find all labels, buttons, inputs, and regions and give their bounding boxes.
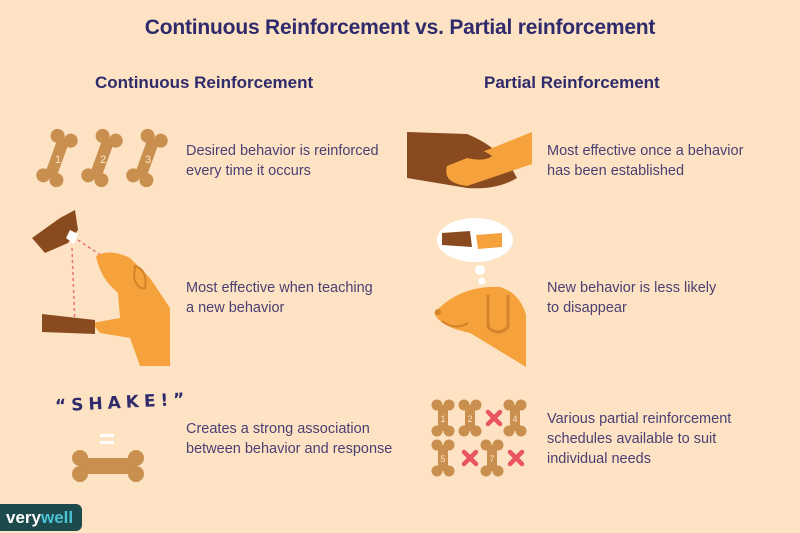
partial-item-3-text: Various partial reinforcement schedules …: [547, 409, 731, 469]
line: schedules available to suit: [547, 431, 717, 447]
line: to disappear: [547, 300, 627, 316]
dog-shaking-hand-icon: [32, 210, 170, 366]
line: Most effective when teaching: [186, 280, 373, 296]
svg-text:2: 2: [467, 414, 472, 424]
bone-schedule-icon: 1 2 4 5 7: [431, 399, 527, 477]
svg-text:1: 1: [55, 154, 61, 166]
line: Creates a strong association: [186, 421, 370, 437]
svg-text:4: 4: [512, 414, 517, 424]
hand-holding-paw-icon: [407, 132, 532, 189]
continuous-item-3-text: Creates a strong association between beh…: [186, 419, 392, 459]
logo-part-2: well: [40, 508, 74, 527]
continuous-heading: Continuous Reinforcement: [95, 73, 314, 92]
line: has been established: [547, 163, 685, 179]
line: every time it occurs: [186, 163, 311, 179]
svg-text:7: 7: [489, 454, 494, 464]
svg-text:3: 3: [145, 154, 151, 166]
svg-text:5: 5: [440, 454, 445, 464]
line: individual needs: [547, 451, 651, 467]
line: between behavior and response: [186, 441, 393, 457]
logo-part-1: very: [6, 508, 41, 527]
line: Various partial reinforcement: [547, 411, 732, 427]
partial-item-2-text: New behavior is less likely to disappear: [547, 278, 716, 318]
partial-item-1-text: Most effective once a behavior has been …: [547, 141, 743, 181]
bone-reward-icon: [72, 434, 144, 482]
verywell-logo[interactable]: verywell: [0, 504, 82, 531]
svg-text:1: 1: [440, 414, 445, 424]
partial-heading: Partial Reinforcement: [484, 73, 660, 92]
line: New behavior is less likely: [547, 280, 717, 296]
numbered-bones-icon: 1 2 3: [36, 128, 168, 188]
svg-text:2: 2: [100, 154, 106, 166]
shake-label: “SHAKE!”: [54, 389, 190, 417]
dog-thinking-handshake-icon: [434, 218, 526, 367]
line: a new behavior: [186, 300, 285, 316]
line: Most effective once a behavior: [547, 143, 744, 159]
continuous-item-1-text: Desired behavior is reinforced every tim…: [186, 141, 379, 181]
line: Desired behavior is reinforced: [186, 143, 379, 159]
continuous-item-2-text: Most effective when teaching a new behav…: [186, 278, 373, 318]
page-title: Continuous Reinforcement vs. Partial rei…: [144, 16, 656, 39]
